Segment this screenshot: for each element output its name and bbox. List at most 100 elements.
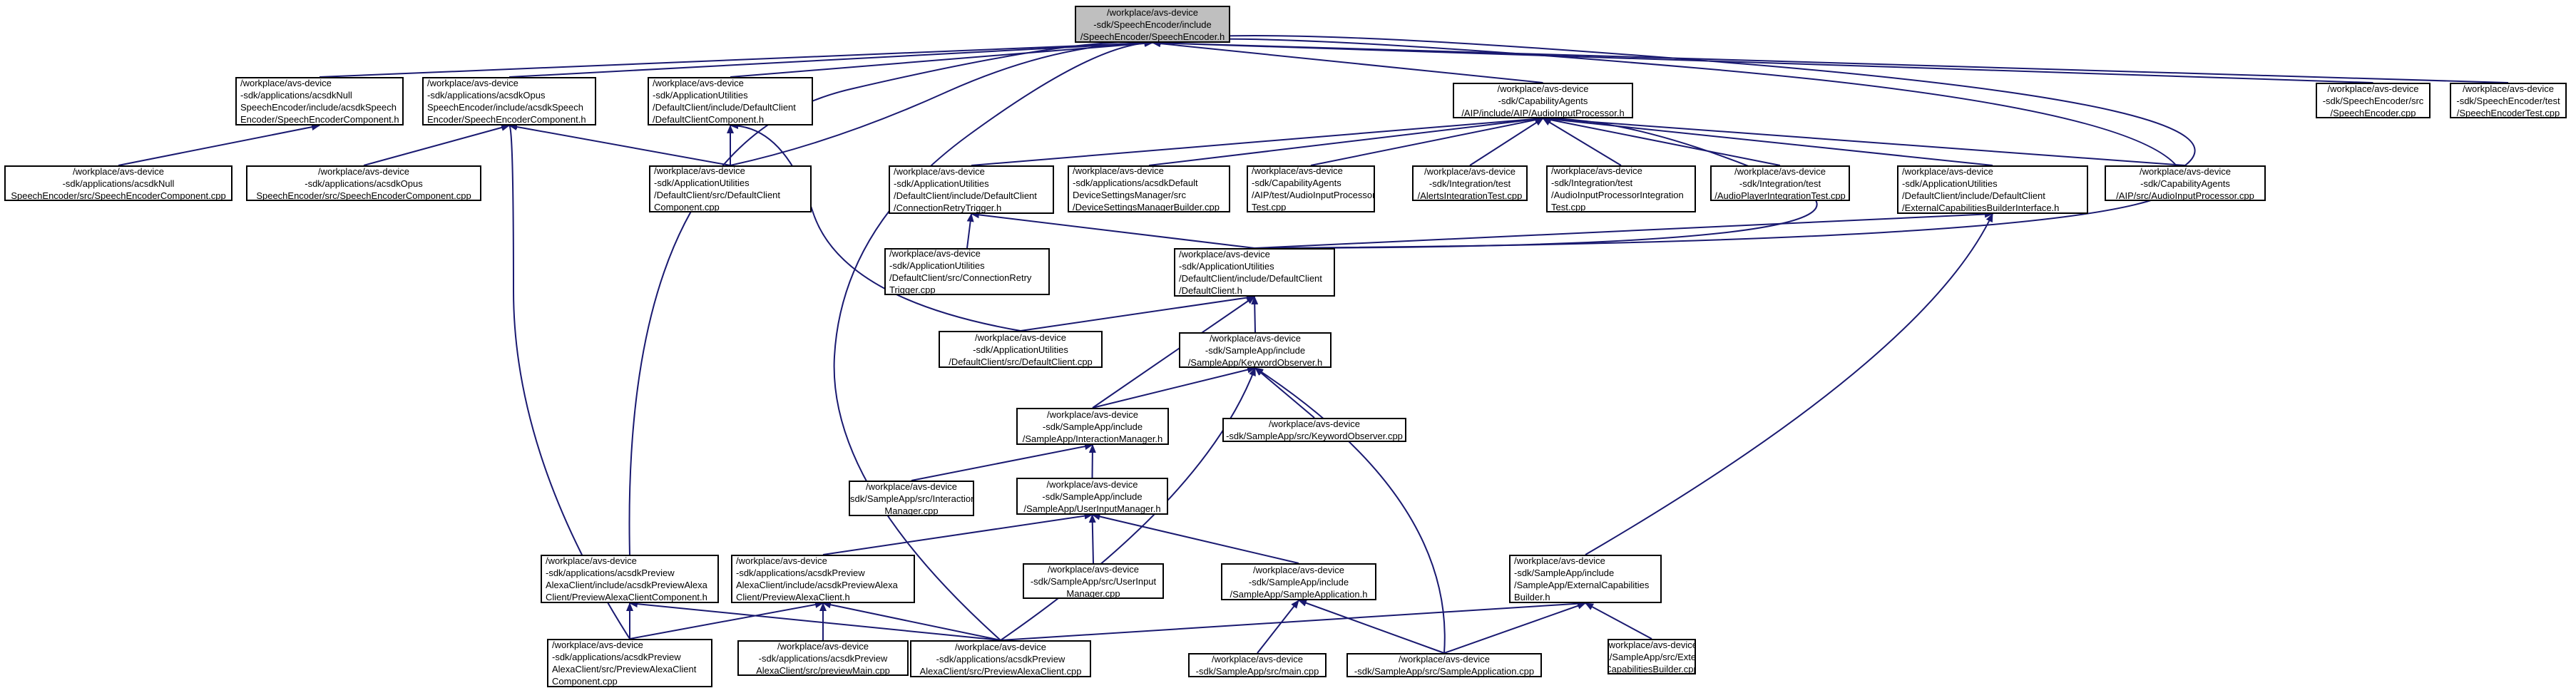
include-edge [1254, 367, 1315, 419]
file-path-line: -sdk/CapabilityAgents [1498, 95, 1588, 106]
include-edge [966, 213, 974, 249]
file-path-line: -sdk/SampleApp/include [1514, 568, 1615, 578]
file-path-line: Component.cpp [654, 202, 720, 212]
file-path-line: /ExternalCapabilitiesBuilderInterface.h [1902, 202, 2060, 213]
include-edge [1152, 38, 2184, 249]
file-path-line: /workplace/avs-device [240, 78, 332, 88]
file-node[interactable]: /workplace/avs-device -sdk/applications/a… [731, 555, 915, 603]
file-path-line: AlexaClient/include/acsdkPreviewAlexa [546, 580, 707, 590]
include-edge [1443, 602, 1586, 654]
file-node[interactable]: /workplace/avs-device-sdk/CapabilityAgen… [1453, 83, 1633, 118]
include-edge [1152, 35, 2196, 166]
file-path-line: /workplace/avs-device [1107, 6, 1198, 18]
file-path-line: /workplace/avs-device [1399, 654, 1490, 664]
file-path-line: -sdk/SampleApp/src/SampleApplication.cpp [1354, 666, 1535, 677]
file-node[interactable]: /workplace/avs-device-sdk/SpeechEncoder/… [2450, 83, 2567, 118]
file-path-line: /AlertsIntegrationTest.cpp [1417, 190, 1523, 201]
file-node[interactable]: /workplace/avs-device-sdk/applications/a… [246, 165, 481, 201]
include-edge [1092, 366, 1256, 409]
file-node[interactable]: /workplace/avs-device-sdk/CapabilityAgen… [1247, 165, 1375, 212]
file-path-line: /workplace/avs-device [736, 555, 827, 566]
file-node[interactable]: /workplace/avs-device-sdk/Integration/te… [1710, 165, 1850, 201]
file-path-line: /workplace/avs-device [889, 248, 981, 259]
file-node[interactable]: /workplace/avs-device-sdk/ApplicationUti… [889, 165, 1054, 214]
include-edge [1585, 602, 1652, 640]
file-path-line: -sdk/ApplicationUtilities [1902, 178, 1998, 189]
file-path-line: AlexaClient/src/PreviewAlexaClient [552, 664, 697, 674]
file-node[interactable]: /workplace/avs-device-sdk/SampleApp/src/… [849, 481, 974, 516]
file-path-line: -sdk/applications/acsdkPreview [736, 568, 865, 578]
file-node[interactable]: /workplace/avs-device-sdk/SampleApp/incl… [1016, 478, 1168, 515]
file-path-line: -sdk/SampleApp/include [1205, 344, 1306, 356]
file-path-line: Test.cpp [1252, 202, 1287, 212]
include-edge [1092, 296, 1255, 409]
file-node[interactable]: /workplace/avs-device-sdk/applications/a… [737, 640, 909, 676]
file-node[interactable]: /workplace/avs-device-sdk/CapabilityAgen… [2105, 165, 2266, 201]
file-node[interactable]: /workplace/avs-device-sdk/applications/a… [1068, 165, 1230, 212]
file-path-line: -sdk/applications/acsdkNull [240, 90, 352, 101]
file-path-line: /SampleApp/UserInputManager.h [1023, 503, 1161, 514]
file-path-line: /AudioPlayerIntegrationTest.cpp [1714, 190, 1846, 201]
file-node[interactable]: /workplace/avs-device-sdk/ApplicationUti… [884, 248, 1050, 295]
file-path-line: /workplace/avs-device [955, 641, 1046, 652]
file-path-line: /DefaultClient.h [1179, 285, 1242, 296]
file-node[interactable]: /workplace/avs-device-sdk/SampleApp/incl… [1016, 408, 1169, 445]
file-path-line: -sdk/applications/acsdkOpus [427, 90, 546, 101]
file-node[interactable]: /workplace/avs-device-sdk/applications/a… [541, 555, 719, 603]
file-node[interactable]: /workplace/avs-device-sdk/Integration/te… [1546, 165, 1696, 212]
file-path-line: -sdk/applications/acsdkPreview [936, 653, 1065, 664]
file-path-line: /workplace/avs-device [1046, 478, 1138, 490]
file-path-line: /workplace/avs-device [73, 165, 164, 177]
file-path-line: -sdk/Integration/test [1551, 178, 1633, 188]
file-path-line: -sdk/SampleApp/src/UserInput [1030, 575, 1157, 587]
file-path-line: /DefaultClient/include/DefaultClient [894, 190, 1037, 201]
root-file-node[interactable]: /workplace/avs-device-sdk/SpeechEncoder/… [1075, 6, 1230, 43]
file-path-line: /workplace/avs-device [654, 165, 745, 176]
file-path-line: -sdk/CapabilityAgents [1252, 178, 1341, 188]
file-node[interactable]: /workplace/avs-device-sdk/applications/a… [422, 77, 596, 125]
include-edge [508, 122, 630, 640]
file-node[interactable]: /workplace/avs-device-sdk/SampleApp/src/… [1608, 639, 1696, 674]
file-path-line: DeviceSettingsManager/src [1073, 190, 1186, 200]
file-node[interactable]: /workplace/avs-device-sdk/SpeechEncoder/… [2316, 83, 2431, 118]
file-node[interactable]: /workplace/avs-device -sdk/SampleApp/src/… [1346, 653, 1542, 677]
file-path-line: /SampleApp/KeywordObserver.h [1187, 356, 1323, 368]
file-node[interactable]: /workplace/avs-device -sdk/applications/a… [235, 77, 404, 125]
file-node[interactable]: /workplace/avs-device-sdk/applications/a… [547, 639, 712, 687]
file-node[interactable]: /workplace/avs-device-sdk/applications/a… [4, 165, 232, 201]
file-path-line: -sdk/SampleApp/include [1042, 491, 1143, 502]
file-node[interactable]: /workplace/avs-device-sdk/ApplicationUti… [1174, 248, 1335, 297]
include-edge [363, 124, 510, 166]
file-path-line: -sdk/ApplicationUtilities [889, 260, 985, 271]
file-path-line: -sdk/SampleApp/include [1248, 576, 1349, 587]
file-node[interactable]: /workplace/avs-device-sdk/SampleApp/src/… [1023, 563, 1164, 599]
file-path-line: -sdk/SampleApp/include [1042, 421, 1143, 432]
include-edge [971, 115, 1544, 166]
file-node[interactable]: /workplace/avs-device-sdk/ApplicationUti… [939, 331, 1103, 368]
file-path-line: Builder.h [1514, 592, 1550, 602]
file-path-line: Test.cpp [1551, 202, 1586, 212]
include-edge [1542, 118, 1622, 166]
file-node[interactable]: /workplace/avs-device-sdk/SampleApp/src/… [1222, 418, 1406, 442]
file-node[interactable]: /workplace/avs-device -sdk/ApplicationUti… [649, 165, 812, 212]
file-node[interactable]: /workplace/avs-device-sdk/SampleApp/incl… [1221, 563, 1376, 600]
file-node[interactable]: /workplace/avs-device-sdk/ApplicationUti… [648, 77, 813, 125]
file-path-line: /workplace/avs-device [1253, 564, 1344, 575]
file-path-line: /workplace/avs-device [2327, 83, 2419, 94]
file-node[interactable]: /workplace/avs-device-sdk/SampleApp/incl… [1509, 555, 1662, 603]
include-edge [730, 39, 1153, 166]
include-edge [730, 122, 1021, 332]
file-path-line: /workplace/avs-device [1608, 639, 1696, 650]
file-path-line: /AIP/src/AudioInputProcessor.cpp [2116, 190, 2254, 201]
include-edge [1585, 213, 1993, 555]
file-path-line: Trigger.cpp [889, 284, 936, 295]
file-node[interactable]: /workplace/avs-device-sdk/SampleApp/incl… [1179, 332, 1332, 368]
include-edge [1542, 115, 2186, 166]
file-path-line: /SpeechEncoderTest.cpp [2456, 107, 2560, 118]
file-node[interactable]: /workplace/avs-device-sdk/SampleApp/src/… [1188, 653, 1327, 677]
file-node[interactable]: /workplace/avs-device-sdk/applications/a… [910, 640, 1091, 677]
file-node[interactable]: /workplace/avs-device-sdk/ApplicationUti… [1897, 165, 2088, 214]
file-node[interactable]: /workplace/avs-device-sdk/Integration/te… [1412, 165, 1528, 201]
file-path-line: -sdk/ApplicationUtilities [654, 178, 750, 188]
